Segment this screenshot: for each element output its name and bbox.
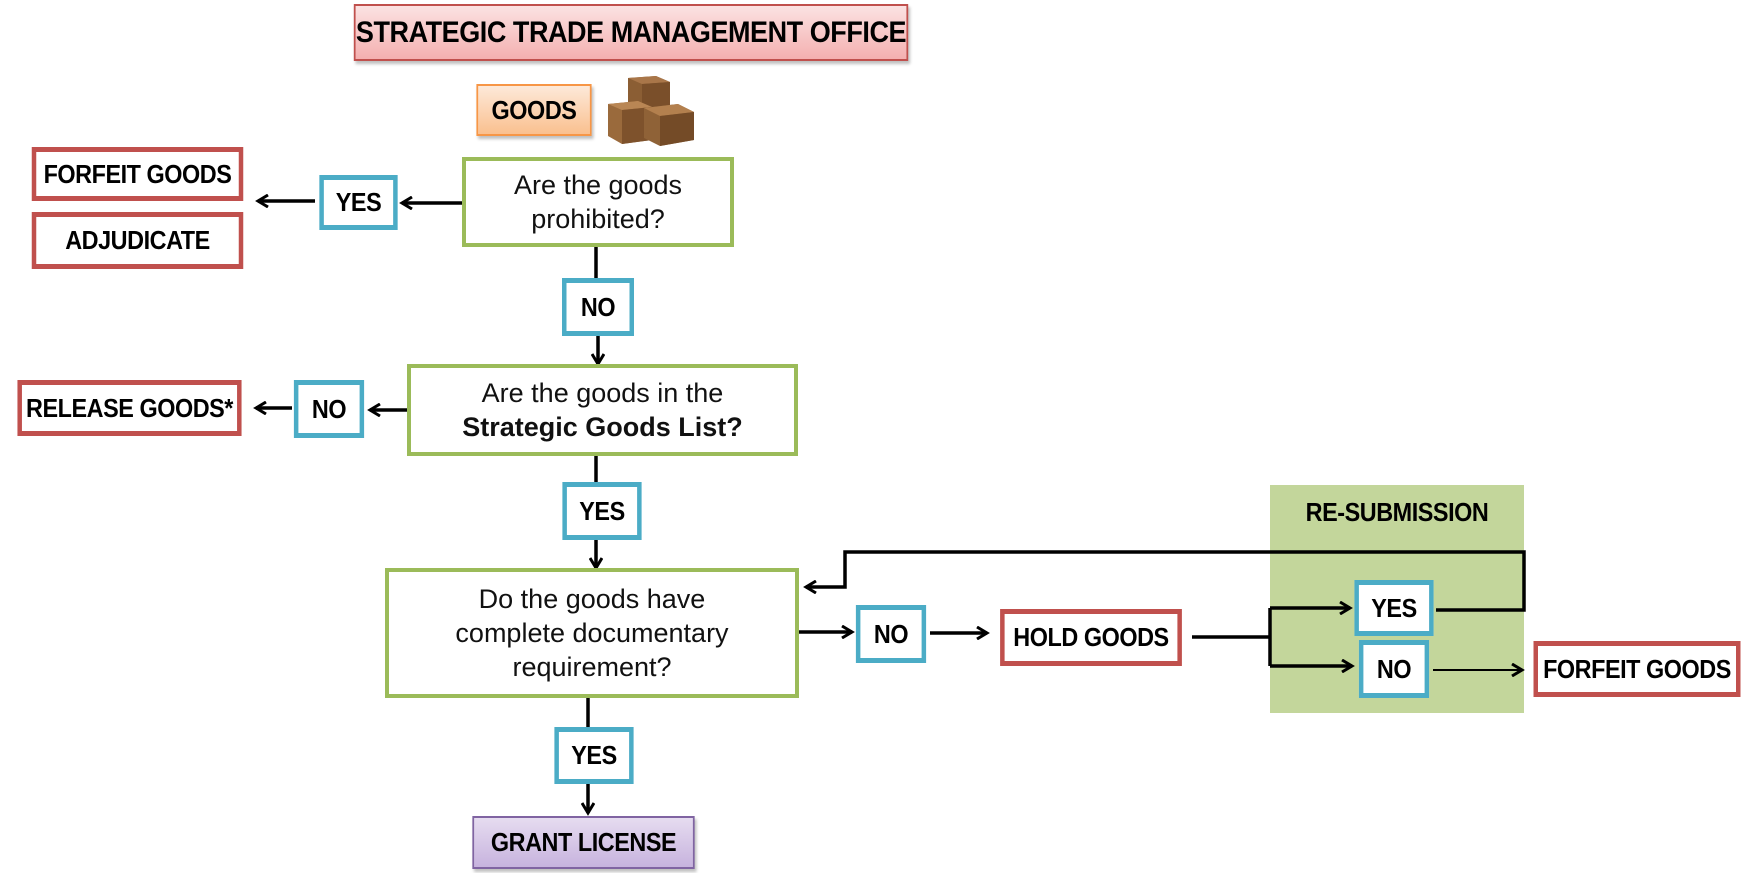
- question-strategic-list: Are the goods in the Strategic Goods Lis…: [407, 364, 798, 456]
- hold-goods-outcome: HOLD GOODS: [1000, 609, 1182, 666]
- release-goods-outcome: RELEASE GOODS*: [17, 380, 242, 436]
- yes-prohibited-label: YES: [319, 175, 398, 230]
- question-prohibited: Are the goods prohibited?: [462, 157, 734, 247]
- no-strategic-list-label: NO: [293, 380, 365, 438]
- yes-documentary-label: YES: [554, 727, 634, 784]
- question-documentary: Do the goods have complete documentary r…: [385, 568, 799, 698]
- adjudicate-outcome: ADJUDICATE: [31, 212, 244, 269]
- question-documentary-line2: complete documentary: [455, 618, 729, 648]
- resubmission-yes-label: YES: [1354, 580, 1434, 636]
- question-strategic-list-line1: Are the goods in the: [481, 378, 724, 408]
- cardboard-boxes-icon: [604, 74, 700, 150]
- page-title: STRATEGIC TRADE MANAGEMENT OFFICE: [353, 4, 909, 61]
- goods-label: GOODS: [476, 84, 592, 136]
- forfeit-goods-final-outcome: FORFEIT GOODS: [1533, 641, 1741, 697]
- question-documentary-line1: Do the goods have: [478, 584, 706, 614]
- no-documentary-label: NO: [855, 605, 927, 663]
- resubmission-no-label: NO: [1358, 640, 1430, 698]
- forfeit-goods-outcome: FORFEIT GOODS: [31, 147, 244, 201]
- question-documentary-line3: requirement?: [512, 652, 672, 682]
- question-prohibited-line2: prohibited?: [531, 204, 665, 234]
- resubmission-label: RE-SUBMISSION: [1305, 496, 1489, 527]
- question-strategic-list-line2: Strategic Goods List?: [462, 412, 743, 442]
- grant-license-outcome: GRANT LICENSE: [472, 816, 695, 869]
- question-prohibited-line1: Are the goods: [513, 170, 683, 200]
- no-prohibited-label: NO: [562, 278, 634, 336]
- yes-strategic-list-label: YES: [562, 482, 642, 540]
